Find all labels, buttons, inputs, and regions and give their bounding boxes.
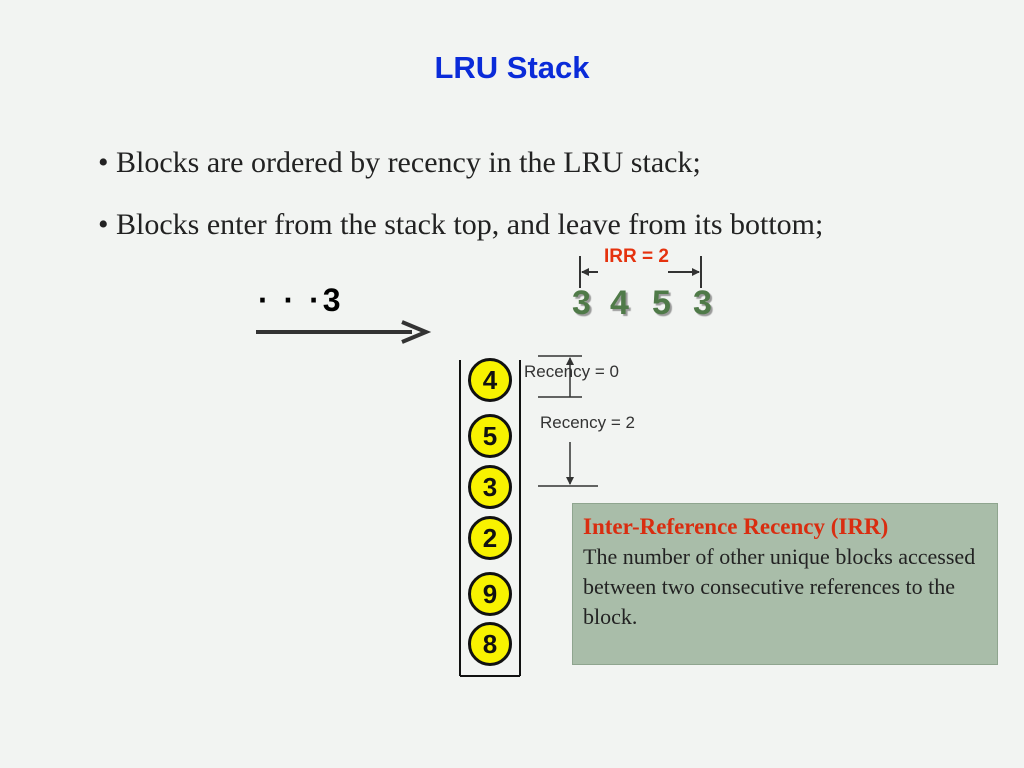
slide-title: LRU Stack	[434, 50, 590, 85]
irr-definition-box: Inter-Reference Recency (IRR) The number…	[572, 503, 998, 665]
irr-label: IRR = 2	[604, 246, 669, 267]
sequence-item: 5	[652, 284, 671, 322]
stack-block: 3	[468, 465, 512, 509]
stack-block: 2	[468, 516, 512, 560]
sequence-item: 4	[610, 284, 629, 322]
incoming-dots: · · ·	[258, 282, 323, 318]
irr-bracket	[579, 256, 702, 288]
bullet-enter-leave: • Blocks enter from the stack top, and l…	[98, 208, 824, 241]
recency-markers	[538, 355, 598, 487]
incoming-stream: · · ·3	[258, 282, 344, 319]
sequence-item: 3	[693, 284, 712, 322]
recency-label-top: Recency = 0	[524, 362, 619, 381]
recency-label-bottom: Recency = 2	[540, 413, 635, 432]
stack-block: 8	[468, 622, 512, 666]
definition-term: Inter-Reference Recency (IRR)	[583, 514, 889, 539]
incoming-arrow	[256, 320, 432, 344]
stack-block: 4	[468, 358, 512, 402]
stack-container	[459, 360, 521, 677]
stack-block: 5	[468, 414, 512, 458]
definition-text: The number of other unique blocks access…	[583, 544, 976, 629]
sequence-item: 3	[572, 284, 591, 322]
stack-block: 9	[468, 572, 512, 616]
incoming-value: 3	[322, 282, 344, 318]
bullet-ordering: • Blocks are ordered by recency in the L…	[98, 146, 701, 179]
